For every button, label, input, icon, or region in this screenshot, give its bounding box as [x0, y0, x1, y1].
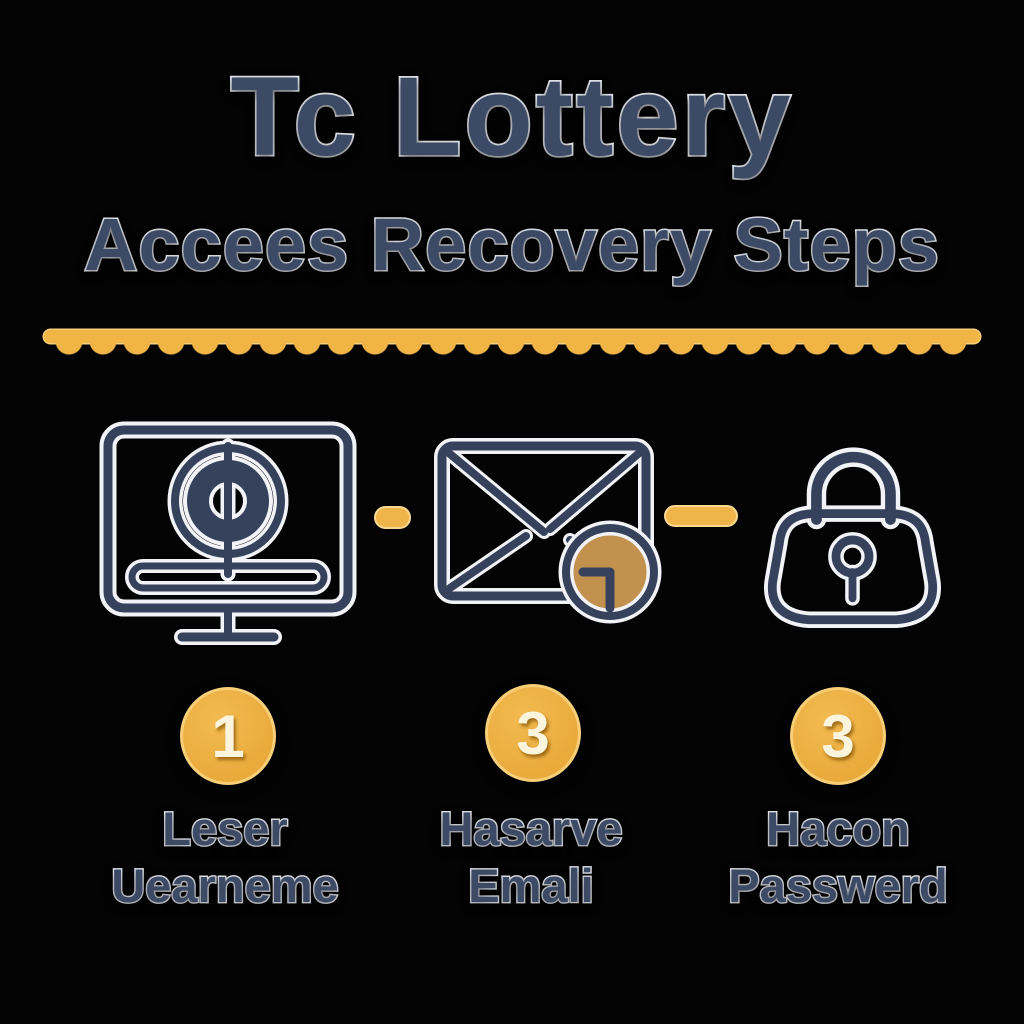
step-label-line: Leser	[161, 801, 289, 857]
step-label-line: Hacon	[765, 801, 911, 857]
step-number: 3	[821, 702, 855, 770]
step-number: 1	[211, 702, 245, 770]
wavy-divider	[44, 330, 980, 356]
step-label-line: Hasarve	[438, 801, 624, 857]
connector-dash-1	[374, 506, 411, 529]
step-label-2: Hasarve Emali	[371, 800, 691, 915]
connector-dash-2	[664, 505, 738, 527]
step-number-badge-1: 1	[180, 687, 276, 785]
step-number-badge-3: 3	[790, 687, 886, 785]
step-label-line: Passwerd	[727, 858, 949, 914]
step-number-badge-2: 3	[485, 684, 581, 782]
page-title: Tc Lottery	[229, 52, 794, 181]
envelope-clock-icon	[434, 438, 662, 624]
step-label-line: Emali	[467, 858, 595, 914]
page-subtitle: Accees Recovery Steps	[82, 202, 941, 288]
step-label-3: Hacon Passwerd	[678, 800, 998, 915]
monitor-target-icon	[99, 421, 357, 645]
step-number: 3	[516, 699, 550, 767]
padlock-icon	[764, 447, 941, 629]
step-label-line: Uearneme	[110, 858, 340, 914]
step-label-1: Leser Uearneme	[65, 800, 385, 915]
